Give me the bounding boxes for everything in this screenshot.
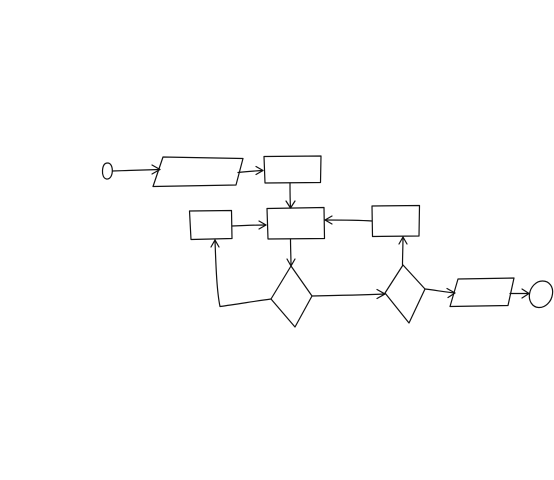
edge-decision-2-output: [424, 287, 456, 299]
edge-process-1-process-2: [285, 182, 296, 209]
node-output: [449, 277, 515, 308]
edge-start-input: [111, 164, 161, 175]
node-start: [101, 162, 113, 180]
node-input: [152, 156, 244, 188]
node-decision-1: [270, 265, 313, 328]
node-process-2: [266, 206, 326, 240]
edge-process-2-decision-1: [286, 238, 296, 267]
node-process-1: [263, 155, 322, 184]
node-decision-2: [384, 264, 426, 324]
edge-decision-1-process-left: [210, 239, 272, 308]
edge-decision-1-decision-2: [311, 288, 386, 300]
node-process-right: [371, 204, 421, 238]
edge-output-end: [509, 288, 530, 299]
node-end: [528, 280, 554, 309]
edge-input-process-1: [237, 165, 264, 176]
edge-decision-2-process-right: [398, 236, 408, 266]
node-process-left: [188, 209, 233, 241]
edge-process-left-process-2: [231, 220, 267, 230]
edge-process-right-process-2: [324, 215, 373, 225]
